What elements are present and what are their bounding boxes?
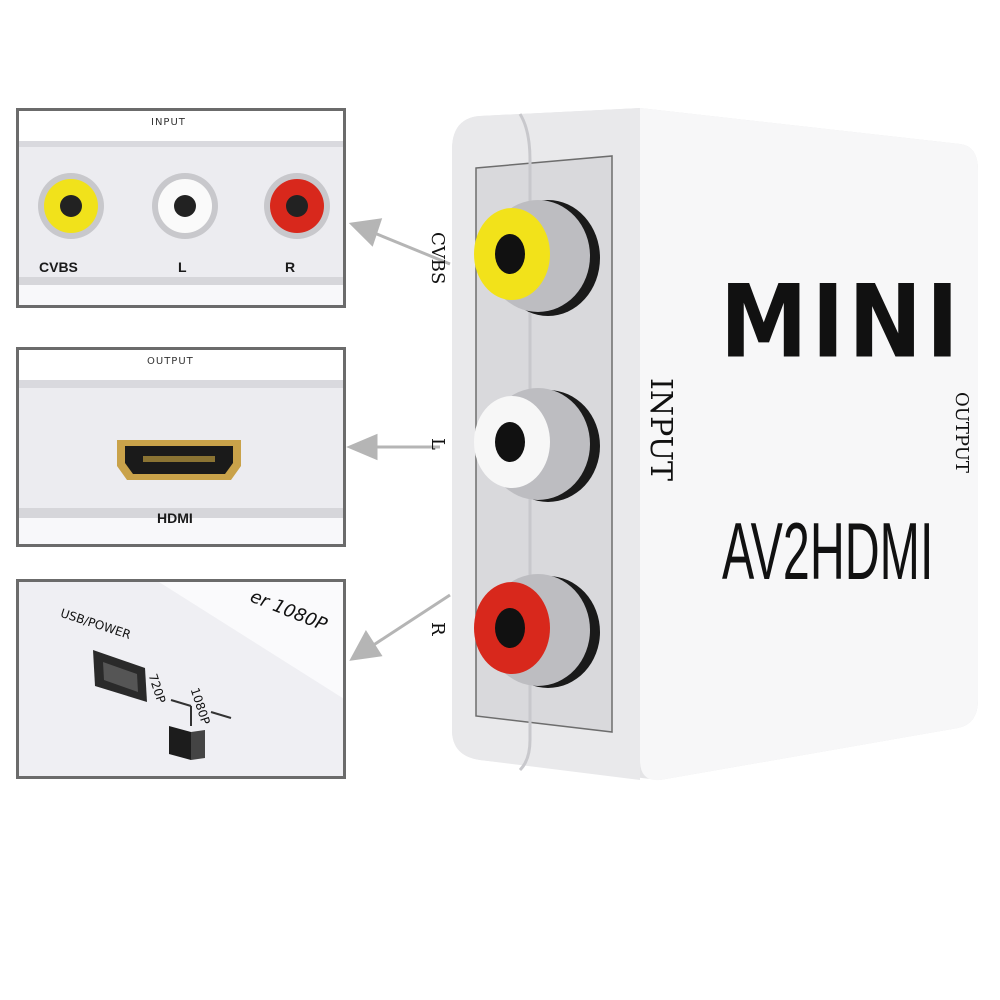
device-l-jack-icon <box>474 388 600 502</box>
arrow-output-head <box>346 433 378 461</box>
output-panel-graphic <box>19 350 343 544</box>
arrow-input-line <box>371 230 451 266</box>
output-inset: OUTPUT HDMI <box>16 347 346 547</box>
arrow-power-line <box>371 593 451 648</box>
left-audio-jack-icon <box>152 173 218 239</box>
input-header: INPUT <box>151 117 186 128</box>
hdmi-label: HDMI <box>157 510 193 526</box>
power-panel-graphic <box>19 582 343 776</box>
device-input-label: INPUT <box>643 378 678 482</box>
device-cvbs-label: CVBS <box>427 232 448 285</box>
arrow-power-head <box>349 630 383 661</box>
resolution-switch-icon[interactable] <box>169 726 205 760</box>
device-cvbs-jack-icon <box>474 200 600 316</box>
device-r-jack-icon <box>474 574 600 688</box>
right-audio-jack-icon <box>264 173 330 239</box>
cvbs-label: CVBS <box>39 259 78 275</box>
hdmi-port-icon <box>117 440 241 480</box>
l-label: L <box>178 259 187 275</box>
power-inset: USB/POWER 720P 1080P er 1080P <box>16 579 346 779</box>
cvbs-jack-icon <box>38 173 104 239</box>
r-label: R <box>285 259 296 275</box>
arrow-input-head <box>348 218 383 247</box>
input-panel-graphic <box>19 111 343 305</box>
output-header: OUTPUT <box>147 356 194 367</box>
input-inset: INPUT CVBS L R <box>16 108 346 308</box>
brand-av2hdmi: AV2HDMI <box>722 507 934 597</box>
device-l-label: L <box>427 438 448 450</box>
usb-port-icon <box>93 650 147 702</box>
brand-mini: MINI <box>720 262 963 381</box>
device-output-label: OUTPUT <box>951 392 972 473</box>
device-r-label: R <box>427 622 448 636</box>
